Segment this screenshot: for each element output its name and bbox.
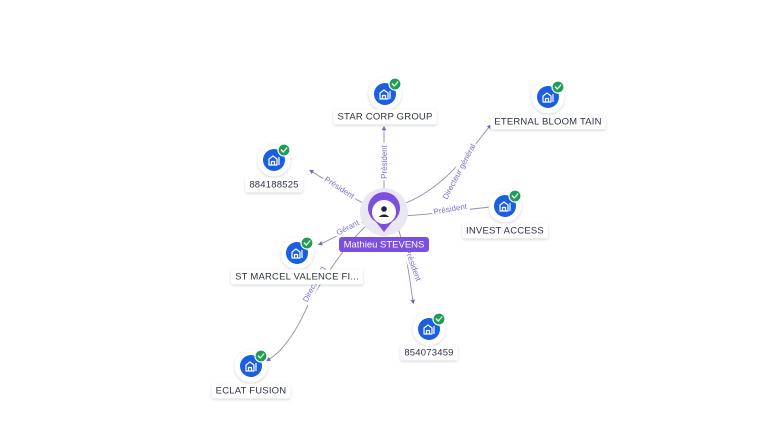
company-node-n854[interactable]: 854073459: [400, 312, 458, 361]
building-icon: [379, 89, 391, 100]
edge-role-text: Président: [323, 175, 357, 201]
building-icon: [542, 92, 554, 103]
node-label-bg: [333, 109, 437, 125]
node-label-bg: [462, 223, 548, 239]
node-label-bg: [211, 383, 291, 399]
node-label-bg: [231, 269, 363, 285]
company-node-label-invest: INVEST ACCESS: [462, 223, 548, 239]
company-node-label-n854: 854073459: [400, 345, 458, 361]
company-name: ECLAT FUSION: [216, 386, 287, 397]
company-node-invest[interactable]: INVEST ACCESS: [462, 189, 548, 239]
company-node-label-eternal: ETERNAL BLOOM TAIN: [490, 114, 606, 130]
person-label-badge: [339, 237, 429, 252]
verified-check-icon: [254, 349, 268, 363]
edge-role-label-invest: Président: [431, 200, 470, 218]
person-node[interactable]: [368, 192, 400, 232]
building-icon: [245, 361, 257, 372]
edge-label-bg: [431, 200, 470, 218]
node-label-bg: [400, 345, 458, 361]
company-name: ETERNAL BLOOM TAIN: [494, 117, 601, 128]
verified-check-icon: [300, 236, 314, 250]
building-icon: [268, 155, 280, 166]
company-node-label-star: STAR CORP GROUP: [333, 109, 437, 125]
verified-check-icon: [508, 189, 522, 203]
company-name: 884188525: [249, 180, 298, 191]
person-node-inner: [372, 200, 396, 224]
edge-label-bg: [439, 140, 479, 203]
verified-check-icon: [388, 77, 402, 91]
edge-label-bg: [379, 142, 390, 181]
company-node-label-eclat: ECLAT FUSION: [211, 383, 291, 399]
company-name: INVEST ACCESS: [466, 226, 544, 237]
verified-check-icon: [277, 143, 291, 157]
node-label-bg: [245, 177, 303, 193]
building-icon: [291, 248, 303, 259]
company-node-n884[interactable]: 884188525: [245, 143, 303, 193]
company-node-eternal[interactable]: ETERNAL BLOOM TAIN: [490, 80, 606, 130]
building-icon: [423, 324, 435, 335]
edge-role-text: Président: [433, 202, 469, 217]
building-icon: [499, 201, 511, 212]
node-label-bg: [490, 114, 606, 130]
company-node-label-stmarcel: ST MARCEL VALENCE FI...: [231, 269, 363, 285]
edge-role-label-n884: Président: [321, 173, 359, 203]
edge-role-label-stmarcel: Gérant: [333, 216, 363, 239]
edge-label-bg: [401, 245, 425, 285]
person-icon: [378, 206, 390, 217]
company-name: ST MARCEL VALENCE FI...: [235, 272, 359, 283]
verified-check-icon: [432, 312, 446, 326]
edge-role-text: Président: [403, 247, 423, 283]
edge-label-bg: [333, 216, 363, 239]
edge-label-bg: [321, 173, 359, 203]
company-node-eclat[interactable]: ECLAT FUSION: [211, 349, 291, 399]
edge-role-label-eternal: Directeur général: [439, 140, 479, 203]
company-node-star[interactable]: STAR CORP GROUP: [333, 77, 437, 125]
edge-role-text: Président: [380, 144, 389, 179]
edge-role-label-star: Président: [379, 142, 390, 181]
edge-role-text: Directeur général: [441, 142, 478, 201]
edge-n854: [397, 227, 415, 305]
company-name: 854073459: [404, 348, 453, 359]
verified-check-icon: [551, 80, 565, 94]
company-name: STAR CORP GROUP: [337, 112, 432, 123]
edge-eternal: [397, 124, 492, 207]
company-node-label-n884: 884188525: [245, 177, 303, 193]
company-node-stmarcel[interactable]: ST MARCEL VALENCE FI...: [231, 236, 363, 285]
person-name: Mathieu STEVENS: [344, 240, 425, 251]
